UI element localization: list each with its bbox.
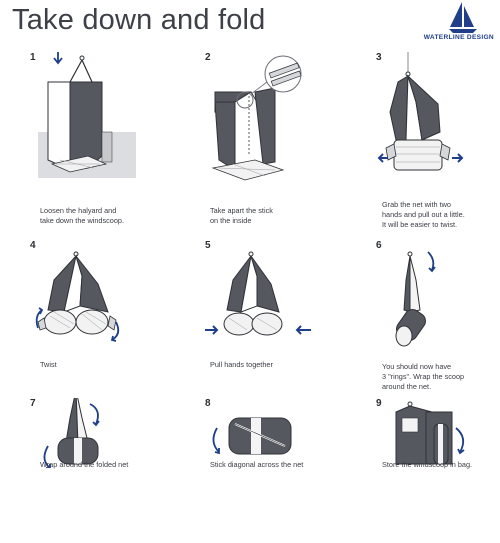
step-1: 1 Loosen the halyard and take down the w… xyxy=(30,52,190,225)
step-number: 2 xyxy=(205,52,211,63)
brand-logo: WATERLINE DESIGN xyxy=(398,0,494,46)
step-9: 9 Store the windscoop in bag. xyxy=(376,398,500,543)
step-5-illustration xyxy=(205,251,311,336)
step-number: 4 xyxy=(30,240,36,251)
step-2: 2 Take apart the stick on the inside xyxy=(205,52,365,225)
step-number: 9 xyxy=(376,398,382,409)
step-number: 5 xyxy=(205,240,211,251)
step-3-illustration xyxy=(377,52,464,171)
step-4: 4 Twist xyxy=(30,240,190,385)
step-2-illustration xyxy=(211,55,302,181)
rotate-arrow-icon xyxy=(43,445,51,468)
rotate-arrow-icon xyxy=(427,251,436,273)
step-1-illustration xyxy=(38,52,136,178)
step-number: 7 xyxy=(30,398,36,409)
step-7: 7 Wrap around the folded net xyxy=(30,398,190,543)
step-8-illustration xyxy=(212,417,292,455)
rotate-arrow-icon xyxy=(89,403,100,427)
step-caption: You should now have 3 "rings". Wrap the … xyxy=(382,362,465,391)
step-4-illustration xyxy=(35,251,120,342)
step-number: 3 xyxy=(376,52,382,63)
rotate-arrow-icon xyxy=(455,427,465,455)
step-caption: Twist xyxy=(40,360,57,369)
rotate-arrow-icon xyxy=(212,427,220,455)
rotate-arrow-icon xyxy=(110,321,120,342)
push-arrow-icon xyxy=(295,325,311,335)
push-arrow-icon xyxy=(452,153,464,163)
sailboat-logo-icon xyxy=(449,2,477,33)
push-arrow-icon xyxy=(205,325,219,335)
step-number: 8 xyxy=(205,398,211,409)
step-8: 8 Stick diagonal across the net xyxy=(205,398,365,543)
step-5: 5 Pull hands together xyxy=(205,240,365,385)
step-caption: Stick diagonal across the net xyxy=(210,460,304,469)
step-6: 6 You should now have 3 "rings". Wrap th… xyxy=(376,240,500,391)
step-caption: Take apart the stick on the inside xyxy=(210,206,273,225)
step-number: 6 xyxy=(376,240,382,251)
rotate-arrow-icon xyxy=(35,307,44,329)
step-number: 1 xyxy=(30,52,36,63)
step-caption: Wrap around the folded net xyxy=(40,460,129,469)
page-title: Take down and fold xyxy=(12,4,266,36)
brand-name: WATERLINE DESIGN xyxy=(423,34,494,41)
step-9-illustration xyxy=(395,401,465,465)
step-caption: Loosen the halyard and take down the win… xyxy=(40,206,124,225)
step-caption: Pull hands together xyxy=(210,360,273,369)
step-caption: Grab the net with two hands and pull out… xyxy=(382,200,465,229)
step-3: 3 Grab the net with two hands and pull o… xyxy=(376,52,500,229)
step-7-illustration xyxy=(43,398,100,468)
down-arrow-icon xyxy=(53,52,63,65)
push-arrow-icon xyxy=(377,153,388,163)
step-caption: Store the windscoop in bag. xyxy=(382,460,473,469)
step-6-illustration xyxy=(395,251,436,347)
